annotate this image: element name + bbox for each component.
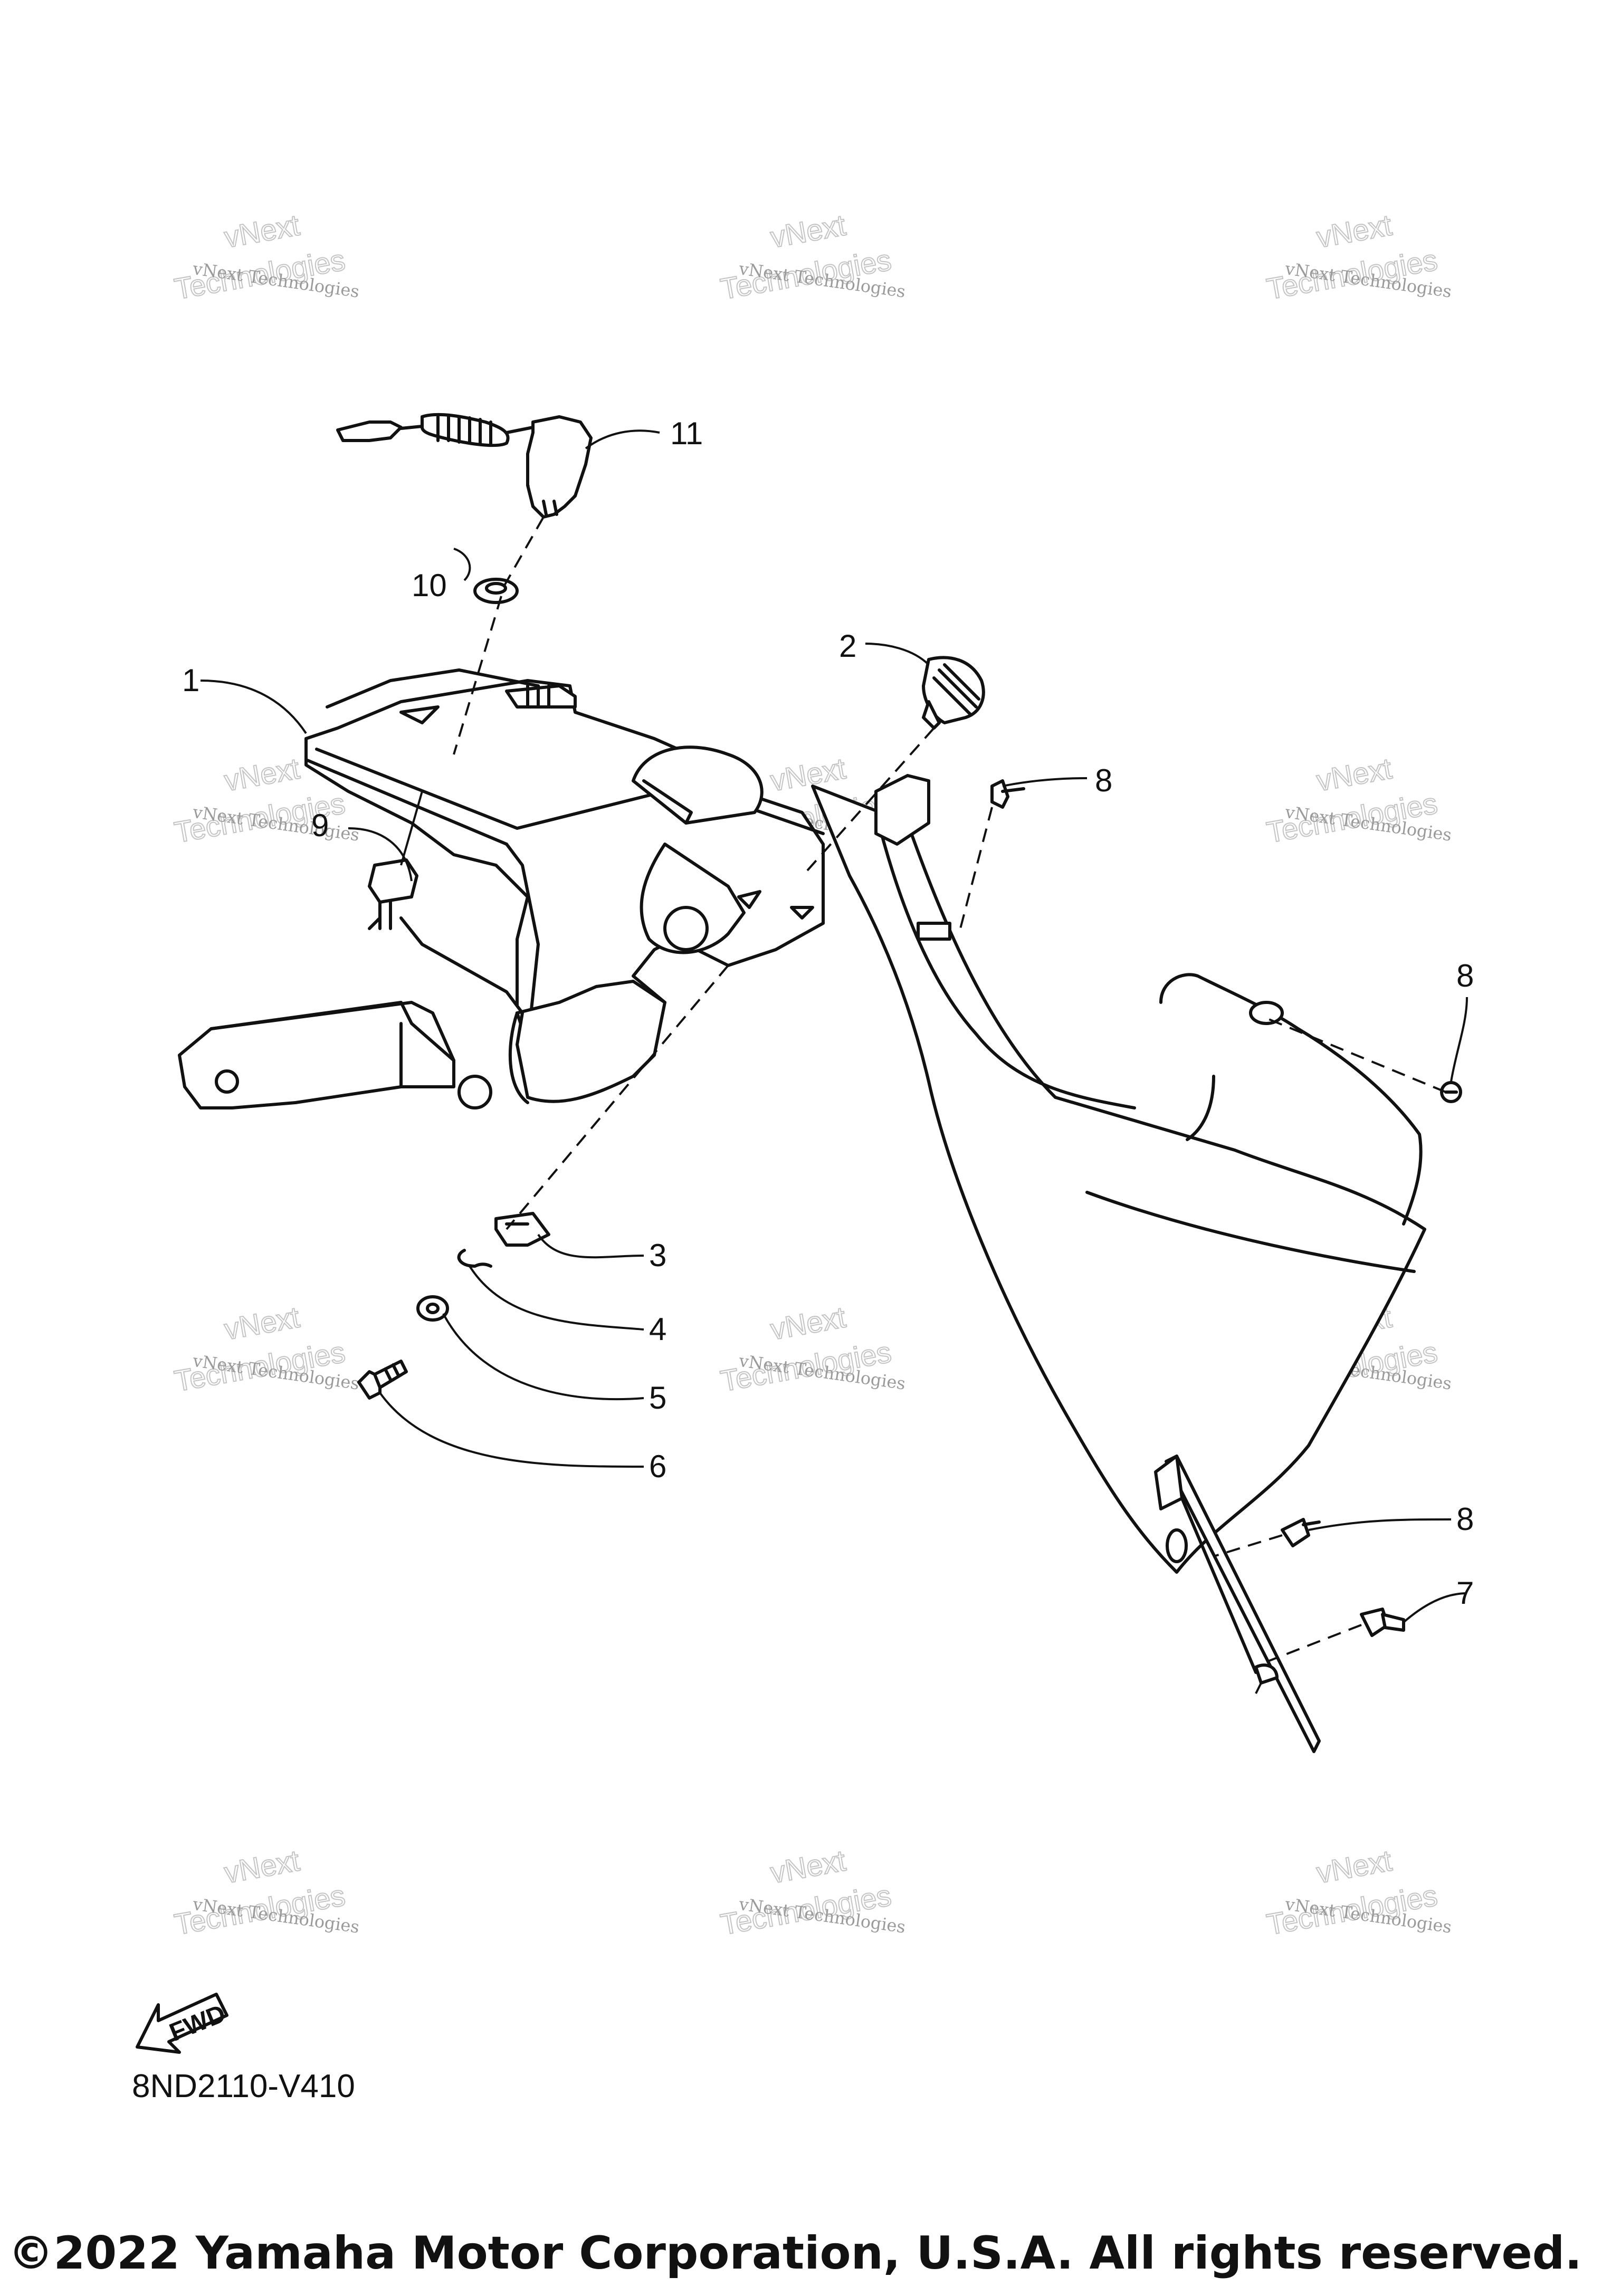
callout-9: 9 — [311, 808, 329, 843]
watermark-line2: vNext — [1314, 1843, 1394, 1889]
watermark: Technologies vNext vNext Technologies — [1264, 1843, 1453, 1941]
callout-11: 11 — [670, 416, 703, 451]
watermark: Technologies vNext vNext Technologies — [171, 207, 361, 306]
copyright-text: ©2022 Yamaha Motor Corporation, U.S.A. A… — [8, 2227, 1582, 2280]
watermark: Technologies vNext vNext Technologies — [718, 207, 907, 306]
screw-part — [1440, 1081, 1462, 1103]
callout-7: 7 — [1456, 1575, 1474, 1611]
watermark: Technologies vNext vNext Technologies — [1264, 751, 1453, 849]
lanyard-cord-part — [336, 413, 593, 519]
watermark-line2: vNext — [768, 1300, 848, 1346]
watermark: Technologies vNext vNext Technologies — [171, 1299, 361, 1398]
callout-labels: 11 10 1 2 8 9 8 3 4 5 6 8 7 — [182, 416, 1474, 1611]
leader-lines — [200, 429, 1468, 1694]
lower-cover-part — [811, 785, 1426, 1753]
nut-part — [494, 1212, 550, 1247]
screw-part — [1281, 1518, 1321, 1547]
callout-6: 6 — [649, 1449, 666, 1484]
watermark-line2: vNext — [1314, 208, 1394, 254]
watermark: Technologies vNext vNext Technologies — [718, 1843, 907, 1941]
washer-part — [416, 1295, 449, 1322]
callout-8-upper: 8 — [1095, 763, 1112, 798]
clip-part — [457, 1249, 492, 1268]
callout-4: 4 — [649, 1312, 666, 1347]
callout-8-right: 8 — [1456, 958, 1474, 993]
screw-part — [1360, 1608, 1405, 1637]
callout-3: 3 — [649, 1238, 666, 1273]
watermark-line2: vNext — [768, 1843, 848, 1889]
cap-part — [922, 656, 985, 730]
callout-1: 1 — [182, 663, 199, 698]
callout-8-lower: 8 — [1456, 1501, 1474, 1537]
watermark-line2: vNext — [768, 208, 848, 254]
watermark-line2: vNext — [222, 1843, 302, 1889]
watermark: Technologies vNext vNext Technologies — [718, 1299, 907, 1398]
callout-10: 10 — [412, 568, 447, 603]
screw-part — [990, 779, 1025, 809]
grommet-part — [473, 578, 519, 604]
watermark: Technologies vNext vNext Technologies — [171, 1843, 361, 1941]
bolt-part — [357, 1360, 408, 1400]
watermark-line2: vNext — [222, 751, 302, 797]
callout-2: 2 — [839, 628, 856, 664]
diagram-code: 8ND2110-V410 — [132, 2068, 355, 2104]
watermark: Technologies vNext vNext Technologies — [1264, 207, 1453, 306]
fwd-arrow-icon: FWD — [136, 1993, 230, 2054]
watermark-line2: vNext — [1314, 751, 1394, 797]
watermark-line2: vNext — [222, 208, 302, 254]
seat-cover-part — [178, 668, 951, 1109]
watermark-line2: vNext — [768, 751, 848, 797]
callout-5: 5 — [649, 1380, 666, 1415]
watermark-line2: vNext — [222, 1300, 302, 1346]
